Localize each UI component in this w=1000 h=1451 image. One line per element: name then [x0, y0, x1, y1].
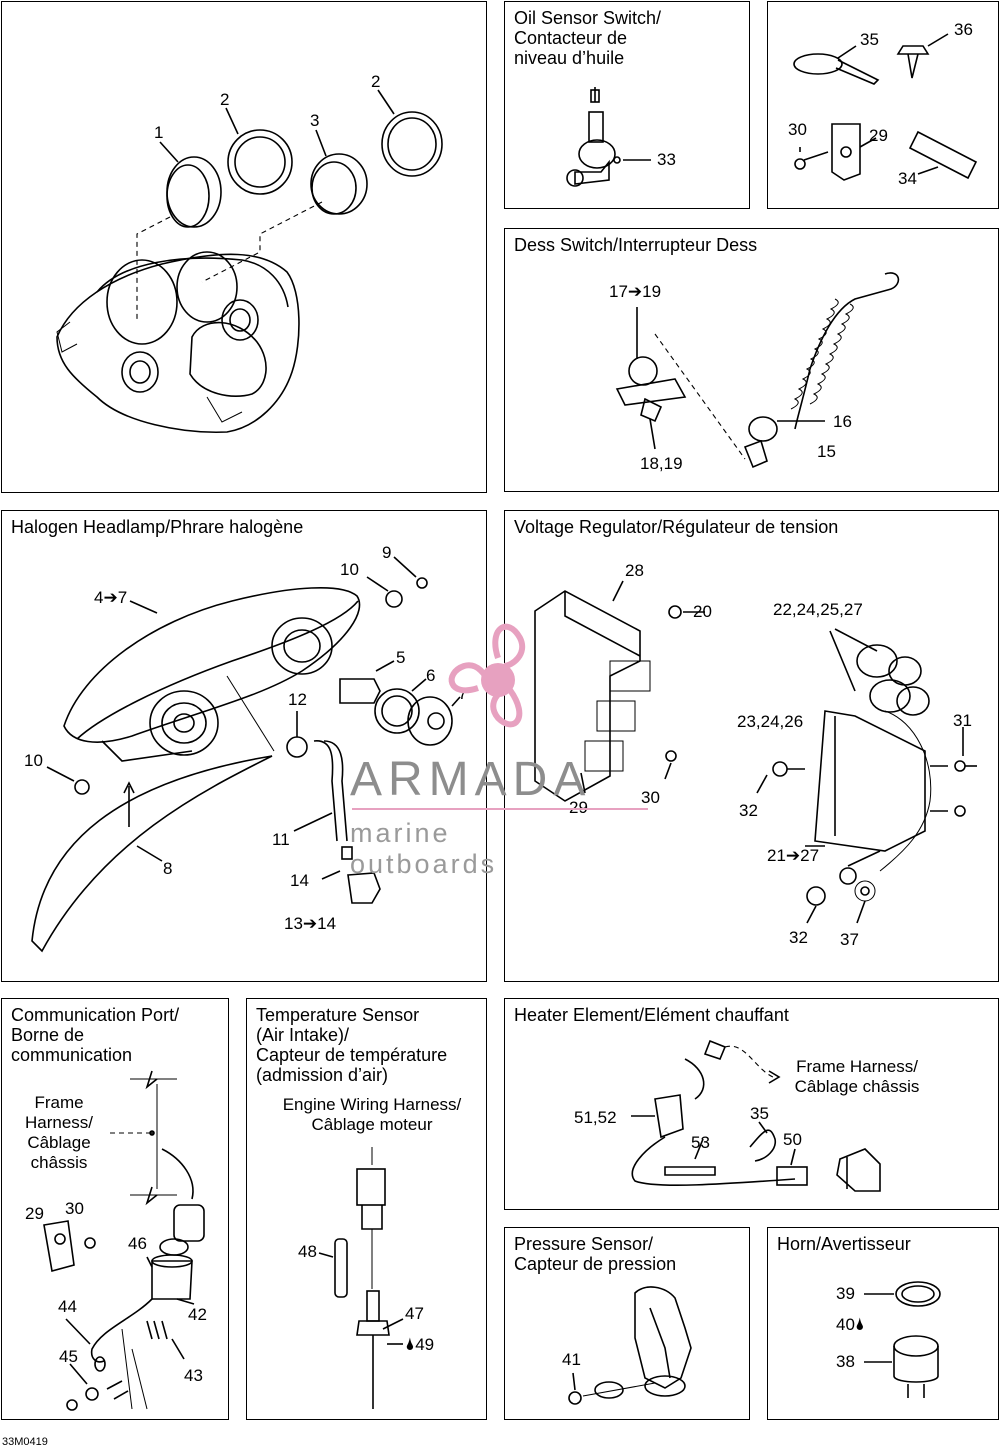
document-code: 33M0419 [2, 1436, 48, 1448]
callout-46: 46 [128, 1234, 147, 1253]
callout-6: 6 [426, 666, 436, 685]
callout-31: 31 [953, 711, 972, 730]
callout-29: 29 [869, 126, 888, 145]
callout-28: 28 [625, 561, 644, 580]
callout-10-top: 10 [340, 560, 359, 579]
callout-13-14: 13➔14 [284, 914, 337, 933]
headlamp-illustration [31, 556, 461, 953]
callout-35: 35 [860, 30, 879, 49]
pressure-sensor-title: Pressure Sensor/ Capteur de pression [514, 1234, 677, 1274]
headlamp-title: Halogen Headlamp/Phrare halogène [11, 517, 304, 537]
callout-3: 3 [310, 111, 320, 130]
heater-illustration [631, 1039, 881, 1192]
panel-hardware: 35 36 30 29 34 [767, 1, 999, 209]
temp-sensor-title: Temperature Sensor (Air Intake)/ Capteur… [256, 1005, 448, 1085]
voltage-title: Voltage Regulator/Régulateur de tension [514, 517, 839, 537]
temp-sensor-illustration [318, 1147, 404, 1409]
panel-communication-port: Communication Port/ Borne de communicati… [1, 998, 229, 1420]
hardware-illustration [793, 33, 978, 181]
callout-4-7: 4➔7 [94, 588, 128, 607]
watermark-tagline: marine outboards [350, 818, 498, 879]
voltage-regulator-illustration [534, 580, 977, 924]
panel-dess-switch: Dess Switch/Interrupteur Dess 17➔19 18,1… [504, 228, 999, 492]
watermark-rule [352, 808, 648, 810]
callout-42: 42 [188, 1305, 207, 1324]
panel-heater-element: Heater Element/Elément chauffant Frame H… [504, 998, 999, 1210]
callout-29-comm: 29 [25, 1204, 44, 1223]
callout-21-27: 21➔27 [767, 846, 820, 865]
callout-30-voltage: 30 [641, 788, 660, 807]
callout-2: 2 [220, 90, 230, 109]
callout-15: 15 [817, 442, 836, 461]
horn-title: Horn/Avertisseur [777, 1234, 911, 1254]
callout-35-heater: 35 [750, 1104, 769, 1123]
watermark-brand: ARMADA [350, 753, 592, 806]
callout-40: 40🌢 [836, 1315, 866, 1334]
callout-51-52: 51,52 [574, 1108, 617, 1127]
callout-14: 14 [290, 871, 309, 890]
callout-2-right: 2 [371, 72, 381, 91]
callout-53: 53 [691, 1133, 710, 1152]
callout-30-comm: 30 [65, 1199, 84, 1218]
callout-30: 30 [788, 120, 807, 139]
callout-11: 11 [272, 830, 290, 849]
comm-port-frame-harness-note: Frame Harness/ Câblage châssis [24, 1093, 94, 1172]
callout-48: 48 [298, 1242, 317, 1261]
propeller-icon [448, 623, 525, 728]
panel-horn: Horn/Avertisseur 39 40🌢 38 [767, 1227, 999, 1420]
callout-45: 45 [59, 1347, 78, 1366]
panel-voltage-regulator: Voltage Regulator/Régulateur de tension … [504, 510, 999, 982]
callout-5: 5 [396, 648, 406, 667]
callout-41: 41 [562, 1350, 581, 1369]
oil-sensor-illustration [566, 87, 651, 187]
callout-39: 39 [836, 1284, 855, 1303]
callout-12: 12 [288, 690, 307, 709]
callout-1: 1 [154, 123, 164, 142]
callout-32-bottom: 32 [789, 928, 808, 947]
comm-port-illustration [43, 1070, 205, 1411]
panel-gauge-cluster: 1 2 3 2 [1, 1, 487, 493]
callout-22-24-25-27: 22,24,25,27 [773, 600, 863, 619]
dess-title: Dess Switch/Interrupteur Dess [514, 235, 758, 255]
callout-34: 34 [898, 169, 917, 188]
panel-halogen-headlamp: Halogen Headlamp/Phrare halogène 4➔7 [1, 510, 487, 982]
callout-18-19: 18,19 [640, 454, 683, 473]
heater-frame-harness-note: Frame Harness/ Câblage châssis [794, 1057, 920, 1096]
callout-36: 36 [954, 20, 973, 39]
pressure-sensor-illustration [568, 1286, 692, 1405]
dess-illustration [615, 272, 900, 469]
callout-20: 20 [693, 602, 712, 621]
panel-oil-sensor-switch: Oil Sensor Switch/ Contacteur de niveau … [504, 1, 750, 209]
callout-49: 🌢49 [405, 1335, 435, 1354]
callout-29-voltage: 29 [569, 799, 588, 817]
callout-23-24-26: 23,24,26 [737, 712, 804, 731]
callout-7: 7 [458, 684, 468, 703]
oil-sensor-title: Oil Sensor Switch/ Contacteur de niveau … [514, 8, 662, 68]
callout-8: 8 [163, 859, 173, 878]
callout-10-left: 10 [24, 751, 43, 770]
callout-47: 47 [405, 1304, 424, 1323]
callout-32-left: 32 [739, 801, 758, 820]
horn-illustration [864, 1281, 941, 1398]
panel-temperature-sensor: Temperature Sensor (Air Intake)/ Capteur… [246, 998, 487, 1420]
panel-pressure-sensor: Pressure Sensor/ Capteur de pression 41 [504, 1227, 750, 1420]
gauge-cluster-illustration [56, 89, 443, 434]
callout-44: 44 [58, 1297, 77, 1316]
comm-port-title: Communication Port/ Borne de communicati… [11, 1005, 180, 1065]
temp-sensor-engine-harness-note: Engine Wiring Harness/ Câblage moteur [282, 1095, 462, 1134]
heater-title: Heater Element/Elément chauffant [514, 1005, 789, 1025]
callout-43: 43 [184, 1366, 203, 1385]
callout-33: 33 [657, 150, 676, 169]
callout-17-19: 17➔19 [609, 282, 662, 301]
callout-9: 9 [382, 543, 392, 562]
callout-37: 37 [840, 930, 859, 949]
callout-16: 16 [833, 412, 852, 431]
callout-50: 50 [783, 1130, 802, 1149]
callout-38: 38 [836, 1352, 855, 1371]
